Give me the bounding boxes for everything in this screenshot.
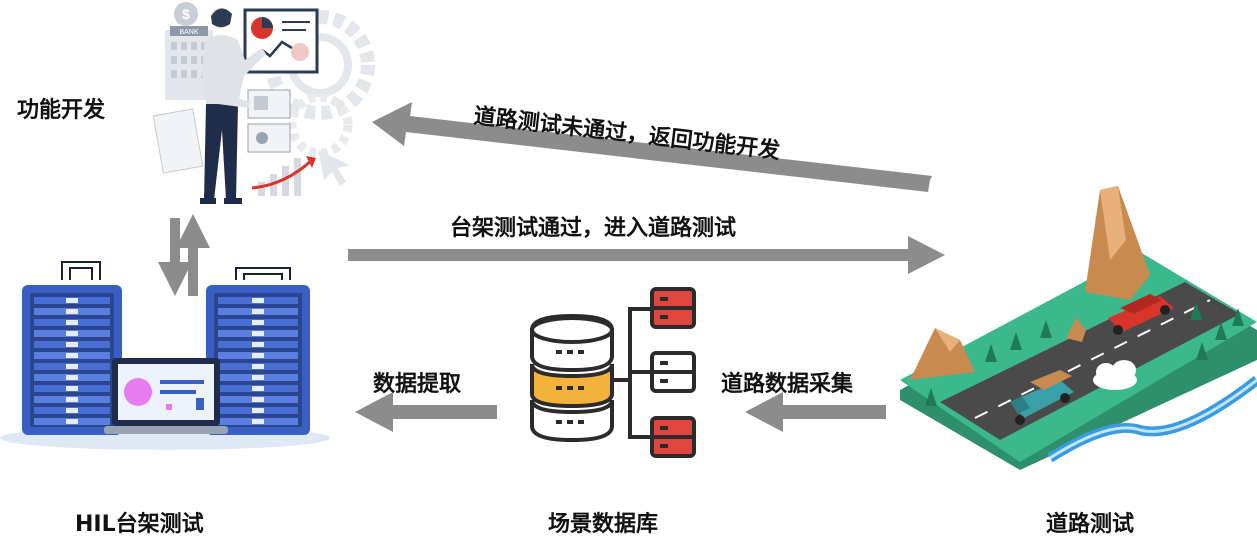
rack-slot-light — [252, 408, 264, 413]
rack-slot-light — [252, 342, 264, 347]
rack-slot-light — [252, 375, 264, 380]
database-illustration — [530, 287, 696, 458]
down-arrow-icon — [158, 218, 192, 296]
road-test-label: 道路测试 — [1046, 512, 1135, 537]
rack-slot-light — [252, 298, 264, 303]
rack-slot-light — [66, 309, 78, 314]
rack-slot-light — [252, 419, 264, 424]
data-extract-arrow-label: 数据提取 — [373, 372, 462, 397]
rack-slot-light — [66, 364, 78, 369]
bench-pass-arrow — [348, 236, 945, 274]
rack-slot-light — [252, 386, 264, 391]
rack-slot-light — [252, 353, 264, 358]
rack-slot-light — [252, 309, 264, 314]
fail-return-arrow — [372, 102, 932, 192]
rack-slot-light — [252, 320, 264, 325]
rack-slot-light — [252, 331, 264, 336]
function-dev-label: 功能开发 — [17, 98, 106, 123]
hil-bench-illustration — [0, 261, 330, 450]
rack-slot-light — [252, 364, 264, 369]
rack-slot-light — [66, 397, 78, 402]
rack-slot-light — [66, 342, 78, 347]
dev-hil-exchange-arrows — [158, 214, 210, 296]
road-test-illustration — [900, 186, 1257, 470]
rack-slot-light — [66, 331, 78, 336]
rack-slot-light — [66, 353, 78, 358]
rack-slot-light — [66, 419, 78, 424]
data-extract-arrow — [355, 392, 497, 432]
rack-slot-light — [66, 320, 78, 325]
road-collect-arrow-label: 道路数据采集 — [721, 372, 854, 397]
dollar-icon: $ — [182, 6, 190, 22]
bench-pass-arrow-label: 台架测试通过，进入道路测试 — [450, 216, 737, 241]
rack-slot-light — [66, 375, 78, 380]
rack-slot-light — [252, 397, 264, 402]
bank-sign-text: BANK — [179, 29, 198, 36]
rack-slot-light — [66, 386, 78, 391]
hil-test-label: HIL台架测试 — [75, 512, 204, 537]
rack-slot-light — [66, 408, 78, 413]
road-collect-arrow — [745, 392, 886, 432]
function-dev-illustration: BANK $ — [152, 2, 375, 204]
up-arrow-icon — [176, 214, 210, 296]
scenario-db-label: 场景数据库 — [548, 512, 659, 537]
rack-slot-light — [66, 298, 78, 303]
